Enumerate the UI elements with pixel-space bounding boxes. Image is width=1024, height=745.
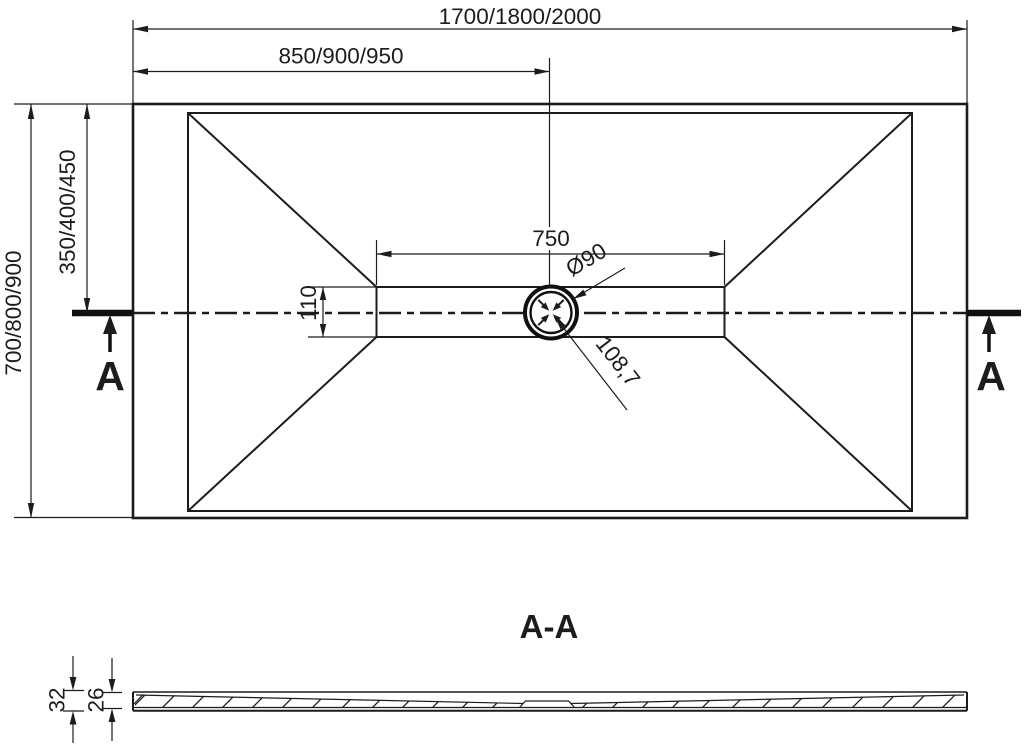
slope-diagonal-bottom-left bbox=[187, 336, 378, 512]
drain-recess-fill bbox=[519, 701, 575, 708]
drain bbox=[523, 284, 579, 341]
section-slope-right bbox=[570, 694, 965, 705]
dim-overall-width-label: 1700/1800/2000 bbox=[439, 4, 602, 29]
section-title: A-A bbox=[520, 608, 579, 645]
dim-total-thickness-label: 32 bbox=[45, 687, 70, 712]
drain-recess-outline bbox=[519, 700, 575, 708]
section-left-end-chamfer bbox=[133, 694, 144, 705]
dim-drain-offset-width-label: 850/900/950 bbox=[278, 44, 403, 69]
drain-outer-circle bbox=[523, 284, 579, 341]
dim-channel-length-label: 750 bbox=[532, 226, 570, 251]
section-view: A-A 32 bbox=[45, 608, 968, 743]
dim-channel-width-label: 110 bbox=[296, 285, 321, 321]
dim-drain-diagonal-label: 108,7 bbox=[591, 331, 645, 391]
dim-overall-width: 1700/1800/2000 bbox=[132, 4, 968, 104]
section-marker-left-label: A bbox=[95, 353, 125, 399]
dim-channel-length: 750 bbox=[375, 226, 726, 285]
dim-inner-thickness: 26 bbox=[84, 658, 122, 741]
dim-channel-width: 110 bbox=[296, 285, 377, 338]
dim-total-thickness: 32 bbox=[45, 656, 84, 743]
section-marker-right: A bbox=[976, 315, 1006, 399]
dim-overall-depth: 700/800/900 bbox=[1, 103, 133, 519]
drain-inner-circle bbox=[529, 290, 573, 335]
dim-inner-thickness-label: 26 bbox=[84, 687, 109, 712]
plan-view: 1700/1800/2000 850/900/950 700/800/900 bbox=[1, 4, 1021, 520]
dim-drain-offset-depth-label: 350/400/450 bbox=[55, 149, 80, 274]
section-marker-right-label: A bbox=[976, 353, 1006, 399]
section-outline bbox=[132, 691, 968, 712]
dim-drain-offset-depth: 350/400/450 bbox=[55, 104, 91, 313]
drain-flow-arrows bbox=[537, 299, 565, 326]
dim-drain-offset-width: 850/900/950 bbox=[133, 44, 550, 75]
slope-diagonal-top-left bbox=[187, 112, 378, 288]
section-slope-left bbox=[135, 694, 524, 705]
dim-overall-depth-label: 700/800/900 bbox=[1, 250, 26, 375]
slope-diagonal-top-right bbox=[723, 112, 913, 288]
slope-diagonal-bottom-right bbox=[723, 336, 913, 512]
section-marker-left: A bbox=[95, 315, 125, 399]
